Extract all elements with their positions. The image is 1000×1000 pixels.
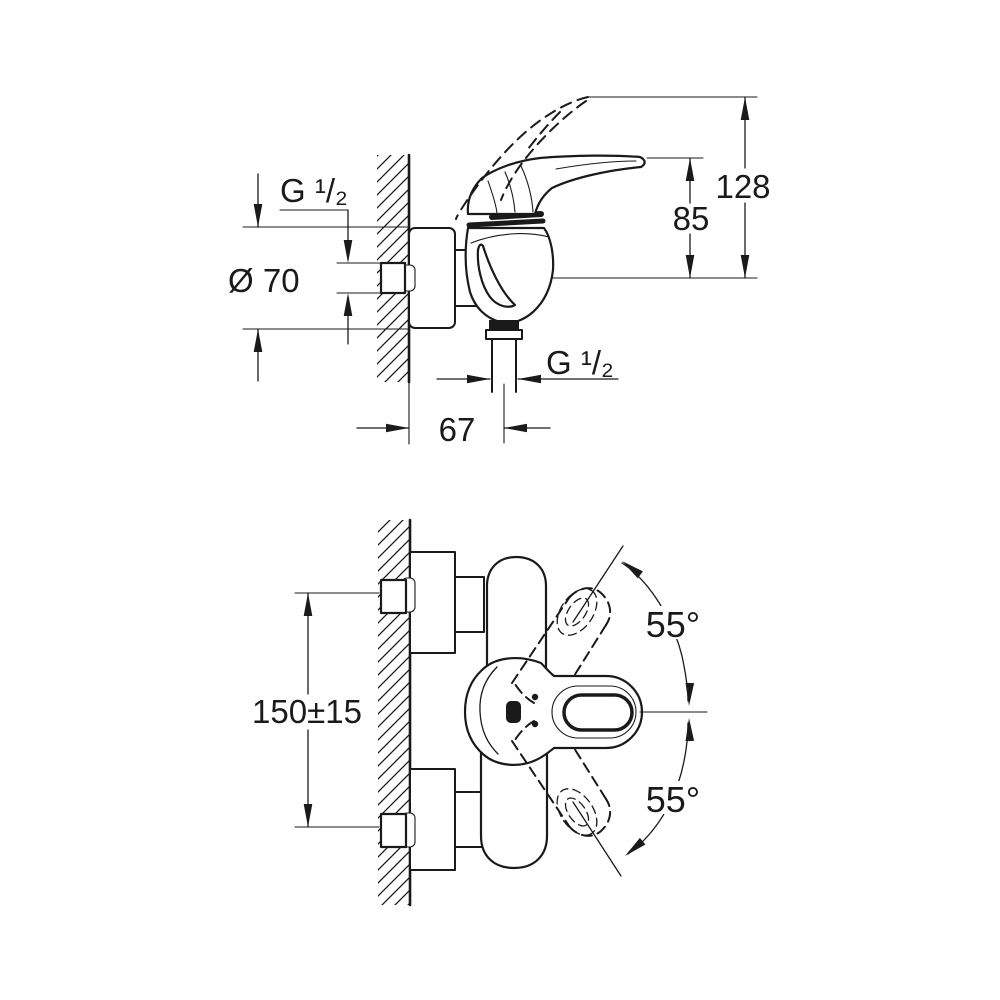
cartridge-cap-ring-2 (466, 218, 546, 228)
dimension-swing-up: 55° (572, 545, 707, 707)
body-dome-top (485, 555, 548, 678)
lever-handle-down-dashed (511, 720, 612, 837)
hose-lines (491, 338, 517, 393)
handle-contour-line (479, 666, 499, 755)
outlet-nut-dark-band (489, 320, 519, 330)
wall-section-side (377, 153, 411, 445)
connection-spacing-label: 150±15 (252, 693, 362, 730)
dimension-wall-offset: 67 (356, 411, 551, 448)
body-shoulder-line (470, 233, 550, 244)
handle-dot-top (531, 693, 539, 701)
thread-bottom-label: G ¹/₂ (546, 344, 614, 381)
flange-diameter-label: Ø 70 (228, 262, 300, 299)
dimension-overall-height: 128 (585, 96, 775, 279)
body-dome-bottom (479, 746, 549, 870)
upper-union (379, 551, 485, 654)
lever-handle-top (463, 657, 644, 766)
dimension-flange-diameter: Ø 70 (228, 173, 410, 382)
dimension-swing-down: 55° (572, 717, 707, 877)
mixer-body-side (464, 211, 555, 324)
overall-height-label: 128 (715, 168, 770, 205)
swing-up-label: 55° (646, 604, 700, 645)
shower-hose-outlet (485, 320, 523, 444)
inlet-union-square (379, 261, 407, 295)
dimension-connection-spacing: 150±15 (243, 592, 380, 828)
body-inner-contour (476, 243, 517, 308)
lever-handle-side (466, 154, 646, 216)
thread-top-label: G ¹/₂ (280, 172, 348, 209)
dimension-thread-bottom: G ¹/₂ (436, 344, 619, 384)
handle-marking (506, 701, 521, 723)
lever-handle-raised-dashed (455, 96, 589, 220)
wall-flange (408, 227, 456, 329)
dimension-thread-top: G ¹/₂ (279, 172, 382, 345)
top-view: 55° 55° 150±15 (243, 518, 708, 907)
wall-offset-label: 67 (439, 411, 476, 448)
dimension-handle-height: 85 (646, 157, 714, 279)
grip-outer-ring (551, 685, 637, 739)
outlet-nut-collar (485, 329, 523, 340)
lower-union (379, 768, 485, 871)
swing-down-label: 55° (646, 779, 700, 820)
grip-inner-ring (562, 693, 634, 732)
lever-handle-up-dashed (511, 587, 612, 704)
side-view: G ¹/₂ Ø 70 128 85 (228, 96, 775, 448)
handle-height-label: 85 (673, 200, 710, 237)
